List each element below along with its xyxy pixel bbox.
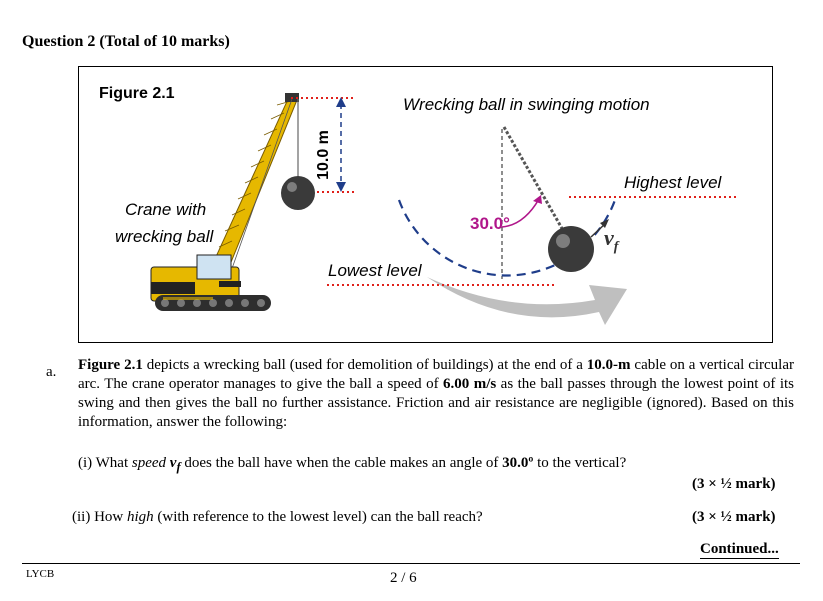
question-ii: (ii) How high (with reference to the low… xyxy=(72,509,483,525)
figure-label: Figure 2.1 xyxy=(99,85,175,102)
highest-level-label: Highest level xyxy=(624,173,722,192)
cable-length-arrow xyxy=(336,97,346,192)
figure-drawing xyxy=(150,93,739,325)
wrecking-chain xyxy=(502,126,566,233)
final-velocity-label: vf xyxy=(604,225,619,255)
cable-length-label: 10.0 m xyxy=(315,130,332,180)
crane-body xyxy=(150,254,271,311)
question-i: (i) What speed vf does the ball have whe… xyxy=(78,455,627,474)
part-a-paragraph: Figure 2.1 depicts a wrecking ball (used… xyxy=(78,357,795,430)
motion-arrow xyxy=(427,277,627,325)
swing-arc xyxy=(397,199,617,277)
question-heading: Question 2 (Total of 10 marks) xyxy=(22,33,230,50)
figure-box: Figure 2.1 xyxy=(78,66,773,343)
angle-label: 30.0° xyxy=(470,214,510,233)
footer-initials: LYCB xyxy=(26,568,55,580)
part-a-letter: a. xyxy=(46,364,57,380)
crane-caption-line1: Crane with xyxy=(125,200,207,219)
angle-arc xyxy=(501,198,540,228)
lowest-level-label: Lowest level xyxy=(328,261,422,280)
figure-title: Wrecking ball in swinging motion xyxy=(403,95,650,114)
page-number: 2 / 6 xyxy=(390,570,417,586)
question-ii-marks: (3 × ½ mark) xyxy=(692,509,776,525)
footer-divider xyxy=(22,563,800,564)
crane-caption-line2: wrecking ball xyxy=(115,227,214,246)
question-i-marks: (3 × ½ mark) xyxy=(692,476,776,492)
swinging-ball xyxy=(548,226,594,272)
continued-label: Continued... xyxy=(700,541,779,559)
